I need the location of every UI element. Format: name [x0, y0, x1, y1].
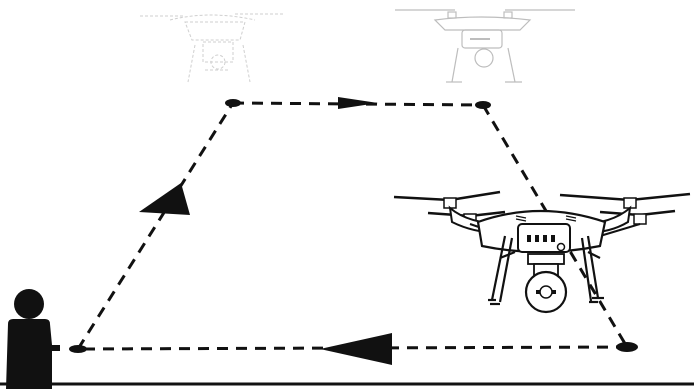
faded-drone-right-icon: [395, 10, 575, 82]
path-segment-left: [78, 103, 233, 349]
direction-arrows: [139, 97, 392, 365]
gimbal-mount: [528, 254, 564, 264]
waypoint-top-left: [225, 99, 241, 107]
waypoint-bottom-right: [616, 342, 638, 352]
pilot-icon: [6, 289, 60, 389]
drone-icon: [394, 192, 690, 312]
faded-drone-left-icon: [140, 14, 285, 82]
power-button: [558, 244, 565, 251]
arrow-up-right: [139, 183, 190, 215]
arrow-left: [320, 333, 392, 365]
arrow-right: [338, 97, 378, 109]
waypoint-bottom-left: [69, 345, 87, 353]
waypoint-top-right: [475, 101, 491, 109]
